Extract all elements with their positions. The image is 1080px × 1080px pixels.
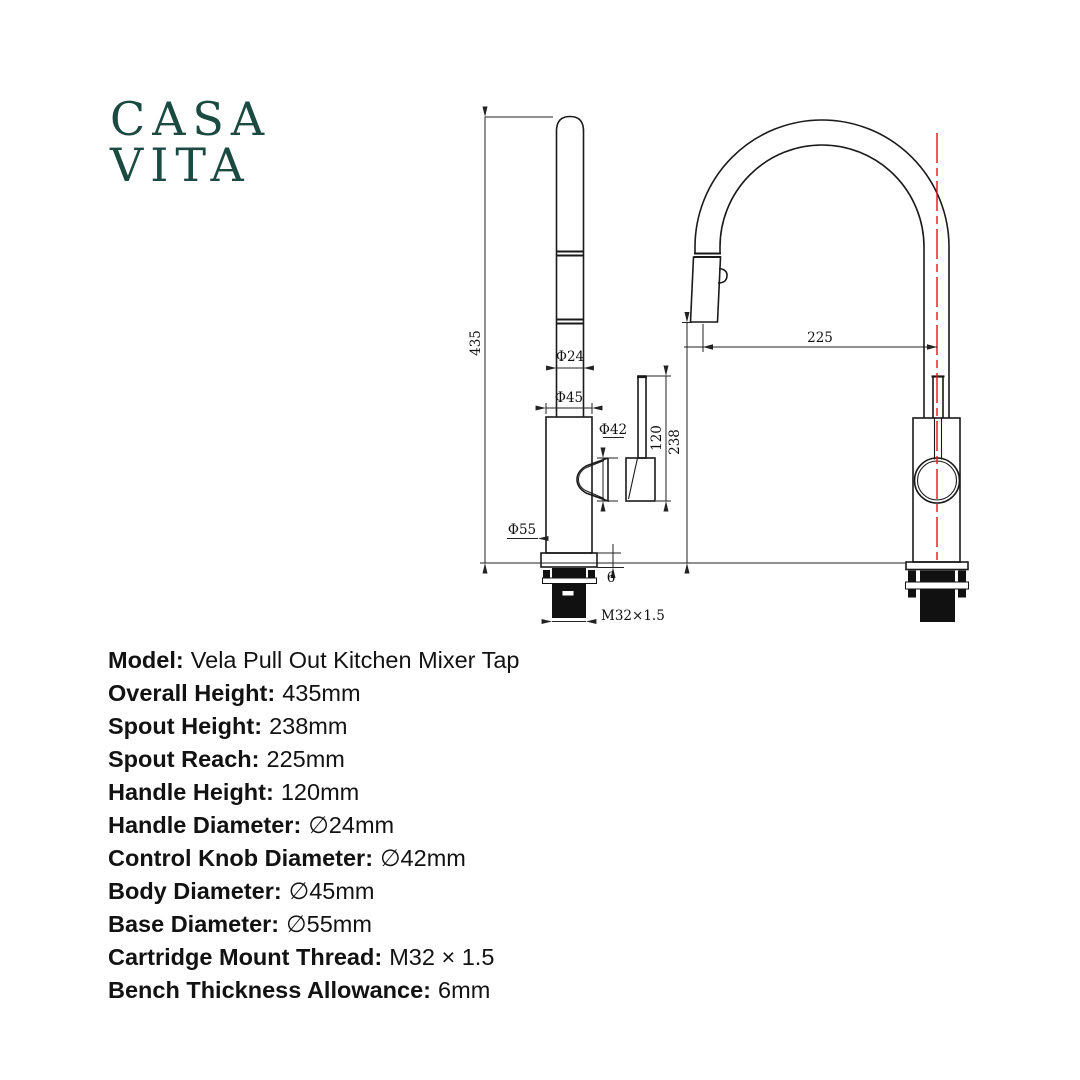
spec-list: Model:Vela Pull Out Kitchen Mixer Tap Ov… <box>108 644 520 1007</box>
spec-label: Spout Height: <box>108 713 263 739</box>
head-button <box>717 267 728 284</box>
brand-logo-line1: CASA <box>110 92 272 146</box>
spec-value: ∅55mm <box>286 911 372 937</box>
dim-spout-height: 238 <box>667 429 683 455</box>
dim-thread: M32×1.5 <box>601 608 665 624</box>
spec-row-spout-height: Spout Height:238mm <box>108 710 520 743</box>
wand-joints <box>556 250 584 325</box>
spec-value: ∅42mm <box>380 845 466 871</box>
dim-wand-diameter: Φ24 <box>556 349 584 365</box>
side-view <box>540 115 656 568</box>
spec-label: Bench Thickness Allowance: <box>108 977 431 1003</box>
spec-value: ∅24mm <box>308 812 395 838</box>
front-view-hardware <box>905 570 969 622</box>
spec-label: Base Diameter: <box>108 911 280 937</box>
spec-value: 238mm <box>269 713 348 739</box>
spec-row-thread: Cartridge Mount Thread:M32 × 1.5 <box>108 941 520 974</box>
spec-row-spout-reach: Spout Reach:225mm <box>108 743 520 776</box>
brand-logo-line2: VITA <box>110 138 251 192</box>
spec-label: Handle Height: <box>108 779 274 805</box>
spec-value: ∅45mm <box>288 878 375 904</box>
spec-row-body-diameter: Body Diameter:∅45mm <box>108 875 520 908</box>
dim-base-diameter: Φ55 <box>508 522 536 538</box>
dim-knob-diameter: Φ42 <box>599 422 627 438</box>
dim-spout-reach: 225 <box>807 330 833 346</box>
dimension-labels: 435 Φ24 Φ45 Φ42 120 238 Φ55 6 M32×1.5 22… <box>468 330 833 624</box>
dim-body-diameter: Φ45 <box>555 390 583 406</box>
spec-row-handle-height: Handle Height:120mm <box>108 776 520 809</box>
spec-value: 435mm <box>282 680 361 706</box>
spec-row-knob-diameter: Control Knob Diameter:∅42mm <box>108 842 520 875</box>
spec-row-bench-allowance: Bench Thickness Allowance: 6mm <box>108 974 520 1007</box>
spec-row-base-diameter: Base Diameter:∅55mm <box>108 908 520 941</box>
dimension-lines <box>480 106 937 625</box>
spray-head <box>689 256 722 323</box>
spec-value: 6mm <box>438 977 491 1003</box>
spec-label: Cartridge Mount Thread: <box>108 944 383 970</box>
dim-bench-allowance: 6 <box>607 570 616 586</box>
dim-handle-height: 120 <box>649 425 665 451</box>
body-outline <box>545 416 593 554</box>
spec-label: Body Diameter: <box>108 878 282 904</box>
dim-overall-height: 435 <box>468 330 484 356</box>
spec-row-overall-height: Overall Height:435mm <box>108 677 520 710</box>
spec-label: Overall Height: <box>108 680 276 706</box>
spec-value: Vela Pull Out Kitchen Mixer Tap <box>190 647 520 673</box>
rod-slot <box>933 418 943 460</box>
knob-cylinder <box>625 457 656 502</box>
spec-label: Control Knob Diameter: <box>108 845 374 871</box>
spout-inner <box>719 144 925 418</box>
wand-outline <box>555 115 585 417</box>
knob-cone <box>576 457 609 503</box>
brand-logo: CASA VITA <box>110 96 271 188</box>
spec-row-handle-diameter: Handle Diameter:∅24mm <box>108 809 520 842</box>
spec-label: Spout Reach: <box>108 746 260 772</box>
spec-row-model: Model:Vela Pull Out Kitchen Mixer Tap <box>108 644 520 677</box>
knob-cylinder-detail <box>627 457 639 500</box>
spec-value: M32 × 1.5 <box>389 944 495 970</box>
spec-label: Model: <box>108 647 184 673</box>
spec-value: 120mm <box>280 779 360 805</box>
base-plate <box>540 552 598 568</box>
knob-cone-inner <box>577 460 605 499</box>
spec-label: Handle Diameter: <box>108 812 302 838</box>
spec-value: 225mm <box>266 746 345 772</box>
front-rod <box>932 377 944 418</box>
lever-rod <box>637 375 647 459</box>
spout-outer <box>694 119 950 418</box>
side-view-hardware <box>542 568 597 618</box>
front-flange <box>905 561 969 571</box>
